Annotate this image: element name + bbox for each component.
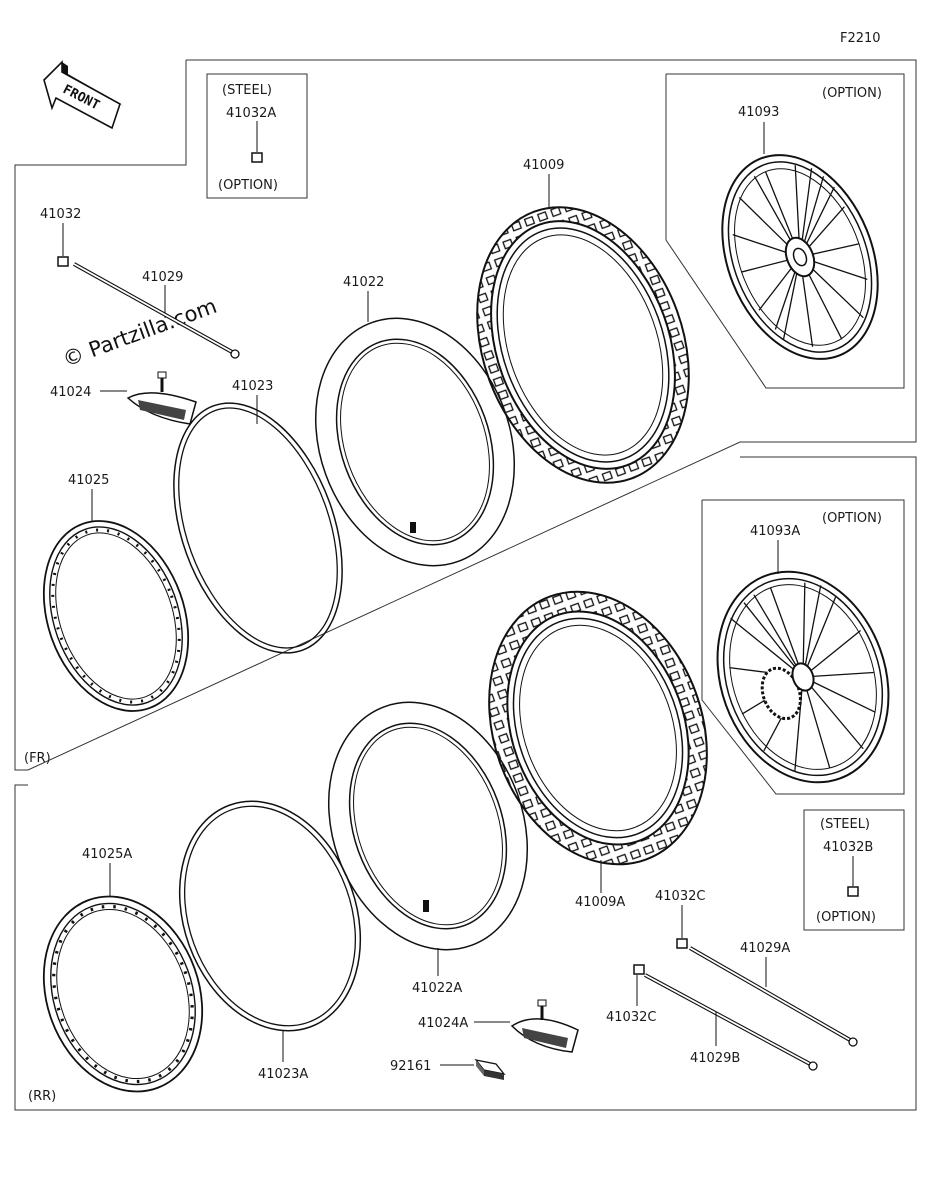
- rim-band-icon: [178, 800, 362, 1032]
- section-front-label: (FR): [24, 751, 51, 766]
- valve-cap-icon: [847, 886, 859, 897]
- spoke-icon: [73, 262, 240, 359]
- label-41009A: 41009A: [575, 895, 625, 910]
- label-41029: 41029: [142, 270, 183, 285]
- spoke-icon: [689, 946, 858, 1047]
- label-41032C-top: 41032C: [655, 889, 705, 904]
- tube-valve-icon: [423, 900, 429, 912]
- label-41023: 41023: [232, 379, 273, 394]
- label-41032: 41032: [40, 207, 81, 222]
- inset-steel-rear: (STEEL) 41032B (OPTION): [803, 809, 905, 931]
- inset-wheel-rear-part: 41093A: [750, 524, 800, 539]
- figure-code: F2210: [840, 31, 881, 46]
- valve-cap-icon: [251, 152, 263, 163]
- label-41023A: 41023A: [258, 1067, 308, 1082]
- rim-lock-icon: [126, 371, 197, 425]
- inset-wheel-front-part: 41093: [738, 105, 779, 120]
- inset-steel-front-top: (STEEL): [222, 83, 272, 98]
- inset-steel-rear-part: 41032B: [823, 840, 873, 855]
- inset-wheel-rear-note: (OPTION): [822, 511, 882, 526]
- rear-section-border: [14, 456, 917, 1111]
- front-section-border: [14, 59, 917, 771]
- label-41025A: 41025A: [82, 847, 132, 862]
- rim-band-icon: [173, 402, 343, 654]
- label-41029B: 41029B: [690, 1051, 740, 1066]
- spoke-icon: [644, 973, 818, 1071]
- inset-wheel-front: (OPTION) 41093: [665, 73, 905, 389]
- rear-wheel-icon: [716, 570, 890, 784]
- label-41024: 41024: [50, 385, 91, 400]
- valve-cap-icon: [57, 256, 69, 267]
- label-41032C-bottom: 41032C: [606, 1010, 656, 1025]
- inset-wheel-rear: (OPTION) 41093A: [701, 499, 905, 795]
- tube-valve-icon: [410, 522, 416, 533]
- section-rear-label: (RR): [28, 1089, 56, 1104]
- front-wheel-icon: [721, 154, 879, 360]
- inset-wheel-front-note: (OPTION): [822, 86, 882, 101]
- label-41029A: 41029A: [740, 941, 790, 956]
- inset-steel-front-bottom: (OPTION): [218, 178, 278, 193]
- label-41022A: 41022A: [412, 981, 462, 996]
- label-41009: 41009: [523, 158, 564, 173]
- label-41022: 41022: [343, 275, 384, 290]
- front-arrow-icon: FRONT: [43, 60, 124, 130]
- rim-icon: [42, 520, 190, 712]
- rear-tire-icon: [488, 590, 708, 866]
- label-41024A: 41024A: [418, 1016, 468, 1031]
- inset-steel-front-part: 41032A: [226, 106, 276, 121]
- valve-cap-icon: [633, 964, 645, 975]
- rim-icon: [42, 895, 204, 1093]
- rubber-block-icon: [474, 1059, 506, 1080]
- inset-steel-rear-top: (STEEL): [820, 817, 870, 832]
- label-41025: 41025: [68, 473, 109, 488]
- inset-steel-rear-bottom: (OPTION): [816, 910, 876, 925]
- label-92161: 92161: [390, 1059, 431, 1074]
- inset-steel-front: (STEEL) 41032A (OPTION): [206, 73, 308, 199]
- inner-tube-icon: [327, 701, 529, 951]
- front-tire-icon: [476, 206, 690, 484]
- valve-cap-icon: [676, 938, 688, 949]
- rim-lock-icon: [510, 999, 579, 1053]
